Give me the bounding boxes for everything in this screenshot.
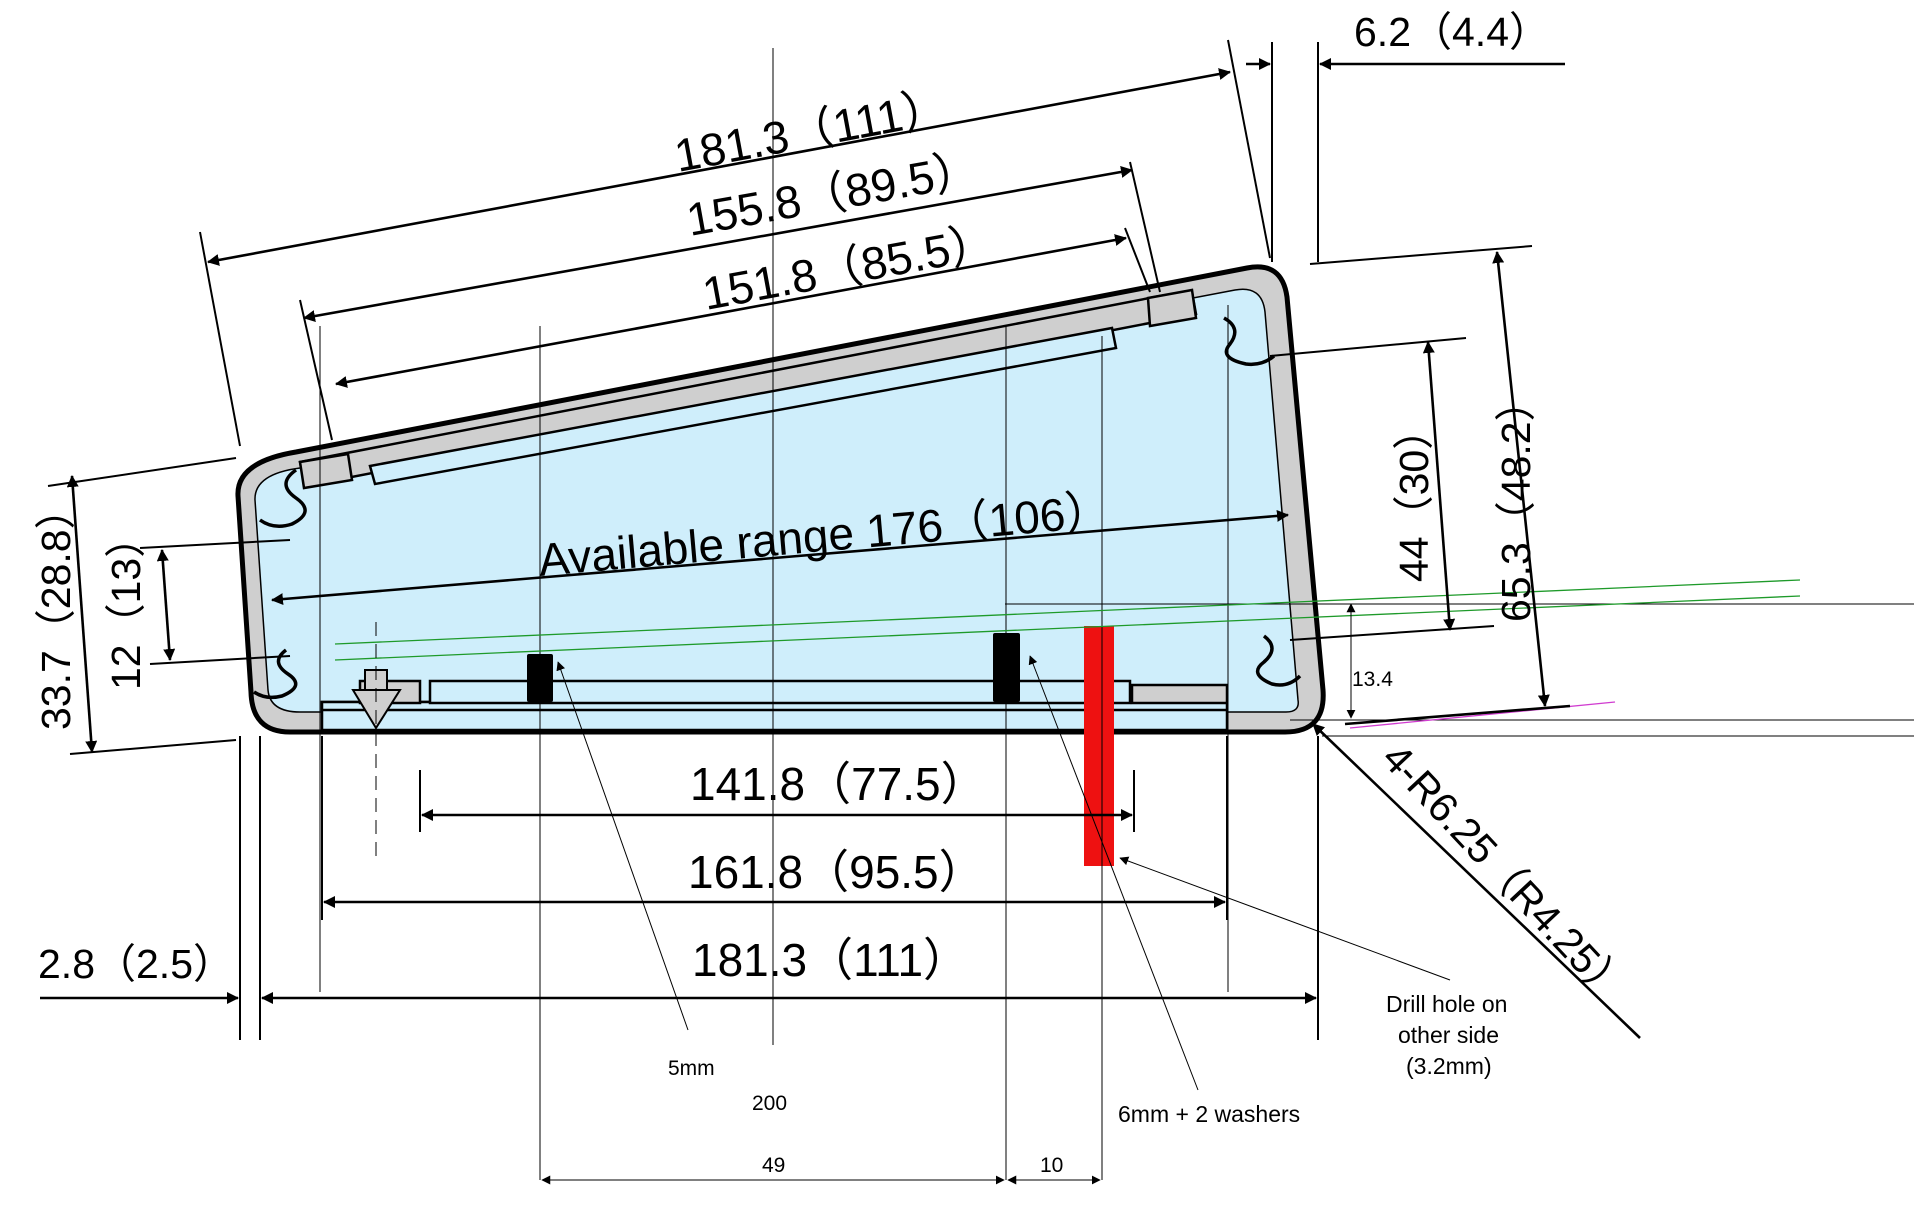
drill-hole-marker bbox=[1084, 626, 1114, 866]
dim-bottom-rail: 141.8（77.5） bbox=[690, 758, 987, 810]
note-spacing-10: 10 bbox=[1040, 1154, 1063, 1177]
note-drill-line1: Drill hole on bbox=[1386, 991, 1507, 1017]
note-drill-line2: other side bbox=[1398, 1022, 1499, 1048]
dim-right-slot: 44（30） bbox=[1391, 409, 1437, 582]
bottom-plate bbox=[320, 679, 1229, 732]
dim-left-slot: 12（13） bbox=[103, 517, 149, 690]
annotation-notes: 5mm 6mm + 2 washers Drill hole on other … bbox=[668, 991, 1507, 1177]
note-spacing-49: 49 bbox=[762, 1154, 785, 1177]
note-standoff-5mm: 5mm bbox=[668, 1057, 715, 1080]
interior-space bbox=[254, 288, 1299, 713]
dim-small-height: 13.4 bbox=[1352, 668, 1393, 691]
dimension-lines bbox=[40, 39, 1641, 1185]
dim-side-offset: 6.2（4.4） bbox=[1354, 9, 1550, 55]
dim-corner-radius: 4-R6.25（R4.25） bbox=[1373, 735, 1637, 1013]
dim-wall-thickness: 2.8（2.5） bbox=[38, 941, 234, 987]
dim-right-height: 65.3（48.2） bbox=[1493, 380, 1539, 622]
dim-bottom-inner: 161.8（95.5） bbox=[688, 846, 985, 898]
dim-left-height: 33.7（28.8） bbox=[33, 488, 79, 730]
dim-bottom-overall: 181.3（111） bbox=[692, 934, 969, 986]
note-center-mark: 200 bbox=[752, 1092, 787, 1115]
note-drill-line3: (3.2mm) bbox=[1406, 1053, 1492, 1079]
note-standoff-6mm: 6mm + 2 washers bbox=[1118, 1101, 1300, 1127]
